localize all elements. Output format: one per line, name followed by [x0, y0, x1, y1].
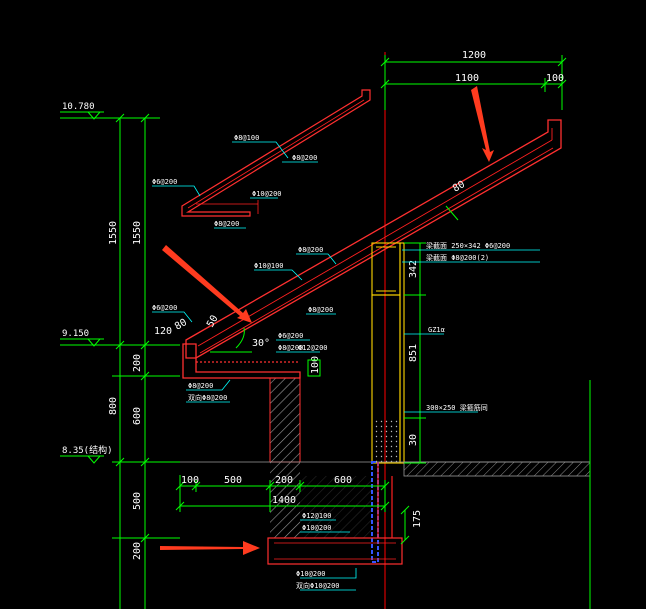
label-slope-low: Φ8@200 — [308, 306, 333, 314]
arrow-right-top — [471, 86, 494, 162]
annotation-arrows — [160, 86, 494, 555]
leader-lines — [152, 141, 540, 591]
elevation-top: 10.780 — [62, 102, 95, 112]
label-col-note-3: 300×250 梁箍筋同 — [426, 403, 488, 412]
top-dimension-group — [380, 55, 567, 110]
dim-600-bottom: 600 — [334, 475, 352, 486]
dim-600: 600 — [132, 407, 143, 425]
elevation-eave: 9.150 — [62, 329, 89, 339]
label-slope-top: Φ8@200 — [298, 246, 323, 254]
bottom-dimension-group — [175, 475, 410, 545]
dim-100-eave: 100 — [310, 356, 321, 374]
dim-100-top: 100 — [546, 73, 564, 84]
column-infill — [374, 418, 398, 463]
dim-851: 851 — [408, 344, 419, 362]
elevation-markers — [60, 111, 104, 464]
label-col-note-2: 梁截面 Φ8@200(2) — [426, 253, 489, 262]
dim-1550-b: 1550 — [132, 221, 143, 245]
label-col-note-1: 梁截面 250×342 Φ6@200 — [426, 241, 510, 250]
dim-slab-80: 80 — [451, 179, 467, 195]
label-upper-e: Φ8@200 — [214, 220, 239, 228]
elevation-floor: 8.35(结构) — [62, 444, 113, 456]
dim-500-bottom: 500 — [224, 475, 242, 486]
dim-200-bottom: 200 — [275, 475, 293, 486]
label-eave-2: Φ8@200 — [278, 344, 303, 352]
label-upper-c: Φ6@200 — [152, 178, 177, 186]
dim-200-b: 200 — [132, 542, 143, 560]
sloped-roof-slab — [182, 119, 562, 379]
label-upper-d: Φ10@200 — [252, 190, 282, 198]
dim-1550-a: 1550 — [108, 221, 119, 245]
dim-100-box — [307, 359, 321, 377]
dim-1200: 1200 — [462, 50, 486, 61]
column-dimension-group — [404, 242, 426, 464]
label-slope-left: Φ10@100 — [254, 262, 284, 270]
label-upper-a: Φ8@100 — [234, 134, 259, 142]
dim-30: 30 — [408, 434, 419, 446]
label-col-name: GZ1α — [428, 326, 445, 334]
slab-thickness-mark — [445, 205, 459, 221]
dim-50: 50 — [205, 314, 221, 330]
sloped-slab-rebar — [197, 128, 554, 354]
label-eave-3: Φ12@200 — [298, 344, 328, 352]
dim-120: 120 — [154, 326, 172, 337]
dim-1400: 1400 — [272, 495, 296, 506]
dim-500: 500 — [132, 492, 143, 510]
hatched-wall — [269, 377, 301, 463]
label-eave-1: Φ6@200 — [278, 332, 303, 340]
left-dimension-group — [60, 113, 180, 609]
label-found-3: Φ10@200 — [296, 570, 326, 578]
label-found-4: 双向Φ10@200 — [296, 581, 340, 590]
arrow-bottom — [160, 541, 260, 555]
label-slope-mid: Φ6@200 — [152, 304, 177, 312]
arrow-left-diagonal — [162, 245, 252, 323]
insulation-strip — [371, 461, 379, 563]
dim-342: 342 — [408, 260, 419, 278]
dim-175: 175 — [412, 510, 423, 528]
dim-80: 80 — [173, 317, 189, 333]
dim-1100: 1100 — [455, 73, 479, 84]
angle-arc — [235, 327, 245, 349]
dim-800: 800 — [108, 397, 119, 415]
lower-wall — [270, 462, 300, 538]
dim-200-a: 200 — [132, 354, 143, 372]
label-beam-left-2: 双向Φ8@200 — [188, 393, 227, 402]
label-found-2: Φ10@200 — [302, 524, 332, 532]
dim-angle: 30° — [252, 338, 270, 349]
dim-100-bottom: 100 — [181, 475, 199, 486]
label-beam-left-1: Φ8@200 — [188, 382, 213, 390]
upper-detail-slab — [181, 89, 371, 217]
label-found-1: Φ12@100 — [302, 512, 332, 520]
label-upper-b: Φ8@200 — [292, 154, 317, 162]
